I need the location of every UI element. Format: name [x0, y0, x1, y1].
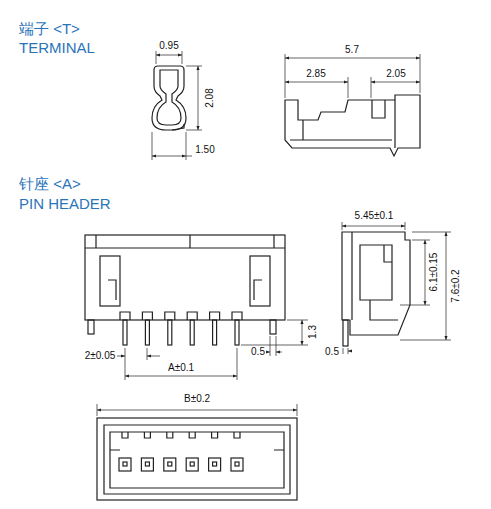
- dimension: 0.5: [250, 347, 266, 357]
- pin-header-side-view: [342, 232, 410, 346]
- pin: [190, 320, 194, 345]
- pin-collar: [165, 312, 175, 320]
- pin-end: [168, 462, 172, 466]
- dimension: 1.3: [308, 324, 318, 340]
- terminal-side-dimensions: [285, 54, 420, 98]
- dimension: 2.08: [205, 87, 215, 108]
- terminal-front-dimensions: [152, 51, 202, 160]
- section-heading: TERMINAL: [18, 40, 96, 55]
- pin-header-front-dimensions: [117, 320, 308, 380]
- latch-notch: [122, 432, 128, 438]
- dimension: 7.6±0.2: [451, 268, 461, 303]
- latch-notch: [167, 432, 173, 438]
- pin-end: [190, 462, 194, 466]
- latch-notch: [212, 432, 218, 438]
- terminal-side-view: [285, 95, 420, 156]
- dimension: A±0.1: [167, 363, 195, 373]
- dimension: 5.45±0.1: [354, 211, 395, 221]
- dimension: 6.1±0.15: [429, 252, 439, 293]
- pin: [123, 320, 127, 345]
- section-heading: PIN HEADER: [18, 196, 112, 211]
- pin-end: [145, 462, 149, 466]
- pin-header-bottom-dimensions: [97, 404, 297, 416]
- dimension: 2.05: [385, 69, 406, 79]
- pin-end: [213, 462, 217, 466]
- pin-collar: [120, 312, 130, 320]
- dimension: 1.50: [194, 145, 215, 155]
- latch-notch: [189, 432, 195, 438]
- pin: [168, 320, 172, 345]
- terminal-front-view: [152, 66, 186, 130]
- cavity: [141, 458, 153, 471]
- pin: [145, 320, 149, 345]
- pin-header-front-view: [85, 235, 285, 345]
- pin-collar: [210, 312, 220, 320]
- cavity: [186, 458, 198, 471]
- pin-end: [235, 462, 239, 466]
- cavity: [164, 458, 176, 471]
- dimension: 0.95: [158, 41, 179, 51]
- pin-collar: [187, 312, 197, 320]
- pin-header-bottom-view: [97, 418, 297, 500]
- dimension: 2.85: [305, 69, 326, 79]
- pin-end: [123, 462, 127, 466]
- pin-collar: [142, 312, 152, 320]
- cavity: [231, 458, 243, 471]
- section-heading: 端子 <T>: [18, 21, 81, 36]
- cavity: [209, 458, 221, 471]
- latch-notch: [144, 432, 150, 438]
- latch-notch: [234, 432, 240, 438]
- dimension: B±0.2: [183, 394, 211, 404]
- cavity: [119, 458, 131, 471]
- pin: [213, 320, 217, 345]
- dimension: 0.5: [324, 347, 340, 357]
- dimension: 5.7: [344, 45, 360, 55]
- dimension: 2±0.05: [84, 351, 117, 361]
- section-heading: 针座 <A>: [18, 176, 82, 191]
- pin: [235, 320, 239, 345]
- pin-collar: [232, 312, 242, 320]
- pin-header-side-dimensions: [342, 222, 451, 354]
